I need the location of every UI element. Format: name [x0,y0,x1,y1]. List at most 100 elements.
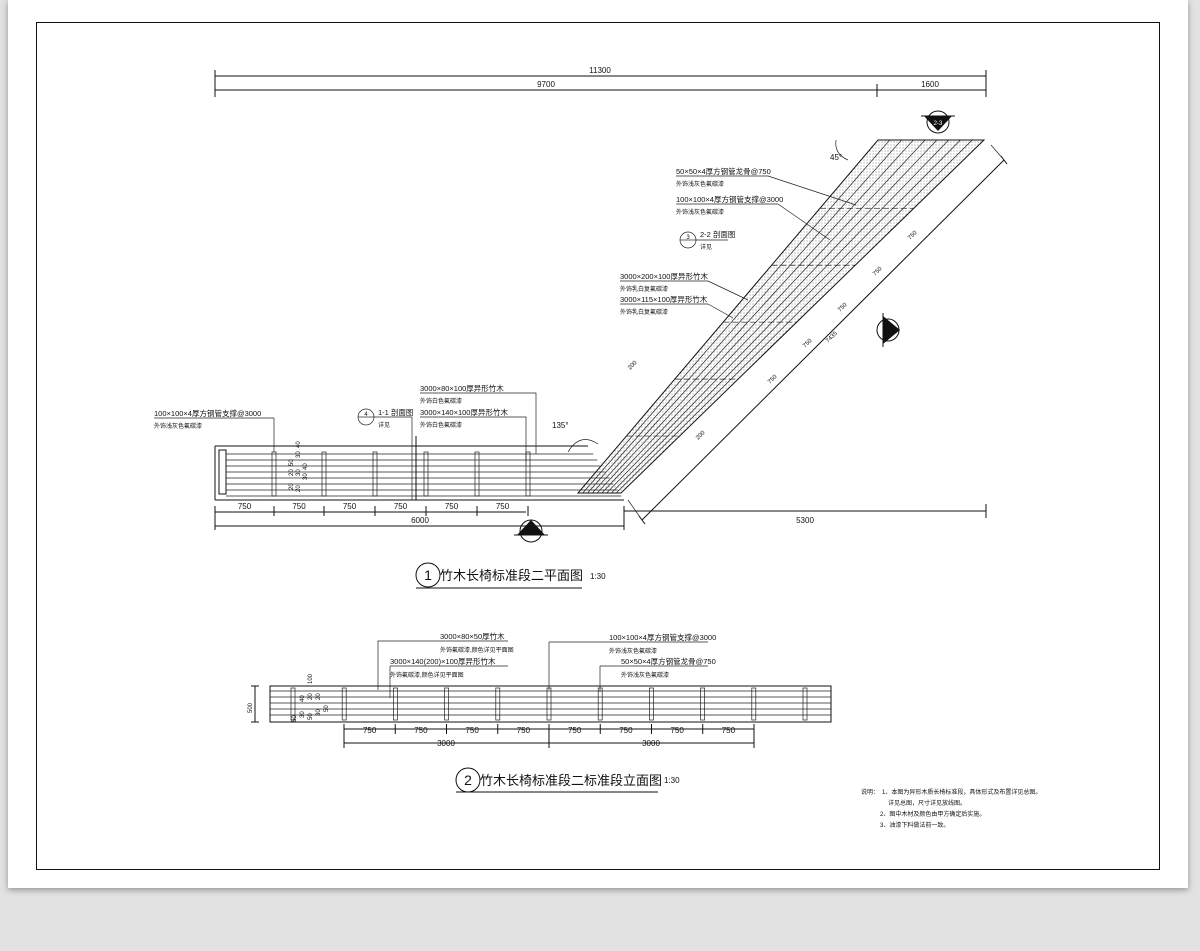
plan-stack-dim: 40 [296,441,302,448]
callout-c9-l1: 1-1 剖面图 [378,407,413,417]
elev-seg-text: 750 [619,726,633,735]
elev-seg-text: 750 [722,726,736,735]
diag-slat-line [606,139,949,494]
callout-c1-l2: 外饰浅灰色氟碳漆 [676,180,724,188]
h-post [423,451,429,497]
plan-stack-dim: 30 [296,451,302,458]
callout-c5-l2: 外饰乳白复氟碳漆 [620,308,668,316]
callout-c8-l1: 100×100×4厚方钢管支撑@3000 [154,408,261,418]
e-post [700,687,705,721]
elev-title-text: 竹木长椅标准段二标准段立面图 [480,773,662,788]
diag-dim-text: 750 [907,230,919,242]
diag-slat-line [601,139,938,494]
elev-callout-e3-l1: 100×100×4厚方钢管支撑@3000 [609,632,716,642]
dim-left-total: 6000 [411,516,429,525]
plan-seg-text: 750 [394,502,408,511]
notes-line-4: 3、油漆下料做法前一致。 [880,821,949,829]
elev-callout-e4-l2: 外饰浅灰色氟碳漆 [621,671,669,679]
plan-title-text: 竹木长椅标准段二平面图 [440,568,583,583]
elev-title-scale: 1:30 [664,776,680,785]
dim-diag-total: 5300 [796,516,814,525]
elevation-callouts: 3000×80×50厚竹木 外饰氟碳漆,颜色详见平面图 3000×140(200… [377,631,716,698]
e-post [751,687,757,721]
notes-line-3: 2、图中木材及颜色由甲方确定后实施。 [880,810,985,818]
elev-callout-e2-l1: 3000×140(200)×100厚异形竹木 [390,656,496,666]
section-marker-right [876,313,900,347]
callout-c4-l2: 外饰乳白复氟碳漆 [620,285,668,293]
e-post [495,687,501,721]
h-post [321,451,327,497]
diag-dim-text: 750 [872,266,884,278]
plan-stack-dim: 50 [289,459,295,466]
notes-line-2: 详见总图，尺寸详见放线图。 [888,799,966,807]
e-post [802,687,808,721]
e-post [290,687,296,721]
callout-c8-l2: 外饰浅灰色氟碳漆 [154,422,202,430]
callout-c3-l2: 详见 [700,243,712,251]
notes-head: 说明： [861,788,879,796]
plan-title: 1 竹木长椅标准段二平面图 1:30 [415,562,606,589]
diag-slat-line [615,139,973,494]
notes-block: 说明： 1、本图为异形木质长椅标准段，具体形式及布置详见总图。 详见总图，尺寸详… [861,788,1041,829]
section-marker-top: 2-3 [921,110,955,134]
elev-seg-text: 750 [670,726,684,735]
plan-title-scale: 1:30 [590,572,606,581]
diag-slat-line [611,139,961,494]
elev-title-num: 2 [464,772,472,788]
elev-stack-dim: 40 [300,695,306,702]
angle-joint: 135° [552,421,569,430]
plan-seg-text: 750 [496,502,510,511]
plan-stack-dim: 30 [296,469,302,476]
diag-dim-text: 750 [802,338,814,350]
h-post [525,451,531,497]
elev-stack-dim: 100 [308,673,314,684]
callout-c7-l1: 3000×140×100厚异形竹木 [420,407,508,417]
callout-c9-num: 4 [364,412,368,418]
top-dimensions: 11300 9700 1600 [214,66,987,97]
h-post [372,451,378,497]
marker-top-label: 2-3 [934,121,943,127]
diag-slat-line [592,139,914,494]
callout-c4-l1: 3000×200×100厚异形竹木 [620,271,708,281]
callout-c9-l2: 详见 [378,421,390,429]
elev-stack-dim: 50 [292,715,298,722]
callout-c1-l1: 50×50×4厚方钢管龙骨@750 [676,166,771,176]
elev-seg-text: 750 [414,726,428,735]
drawing-sheet: 11300 9700 1600 2-3 45° 135° 200 20 [8,0,1188,888]
horizontal-bench [214,436,624,501]
plan-stack-dim: 30 [303,473,309,480]
dim-overall: 11300 [589,66,611,75]
diag-dim-text: 750 [837,302,849,314]
diag-slat-line [587,139,902,494]
plan-stack-dim: 20 [289,469,295,476]
plan-stack-dim: 20 [296,485,302,492]
plan-seg-text: 750 [292,502,306,511]
elev-seg-text: 750 [568,726,582,735]
plan-seg-text: 750 [238,502,252,511]
plan-seg-text: 750 [445,502,459,511]
section-marker-bottom [514,519,548,543]
elevation-title: 2 竹木长椅标准段二标准段立面图 1:30 [455,767,680,793]
plan-title-num: 1 [424,567,432,583]
callout-c6-l1: 3000×80×100厚异形竹木 [420,383,504,393]
elev-stack-dim: 50 [308,713,314,720]
elev-seg-text: 750 [363,726,377,735]
callout-c7-l2: 外饰白色氟碳漆 [420,421,462,429]
callout-c2-l2: 外饰浅灰色氟碳漆 [676,208,724,216]
callout-c5-l1: 3000×115×100厚异形竹木 [620,294,708,304]
elev-callout-e2-l2: 外饰氟碳漆,颜色详见平面图 [390,671,464,679]
h-post [271,451,277,497]
elev-callout-e1-l2: 外饰氟碳漆,颜色详见平面图 [440,646,514,654]
callout-c6-l2: 外饰白色氟碳漆 [420,397,462,405]
elev-stack-dim: 30 [316,709,322,716]
elev-stack-dim: 30 [300,711,306,718]
callout-c3-num: 3 [686,235,690,241]
elev-callout-e1-l1: 3000×80×50厚竹木 [440,631,505,641]
elev-seg-text: 750 [517,726,531,735]
angle-top: 45° [830,153,842,162]
h-post [474,451,480,497]
callout-c2-l1: 100×100×4厚方钢管支撑@3000 [676,194,783,204]
notes-line-1: 1、本图为异形木质长椅标准段，具体形式及布置详见总图。 [882,788,1041,796]
elev-callout-e3-l2: 外饰浅灰色氟碳漆 [609,647,657,655]
